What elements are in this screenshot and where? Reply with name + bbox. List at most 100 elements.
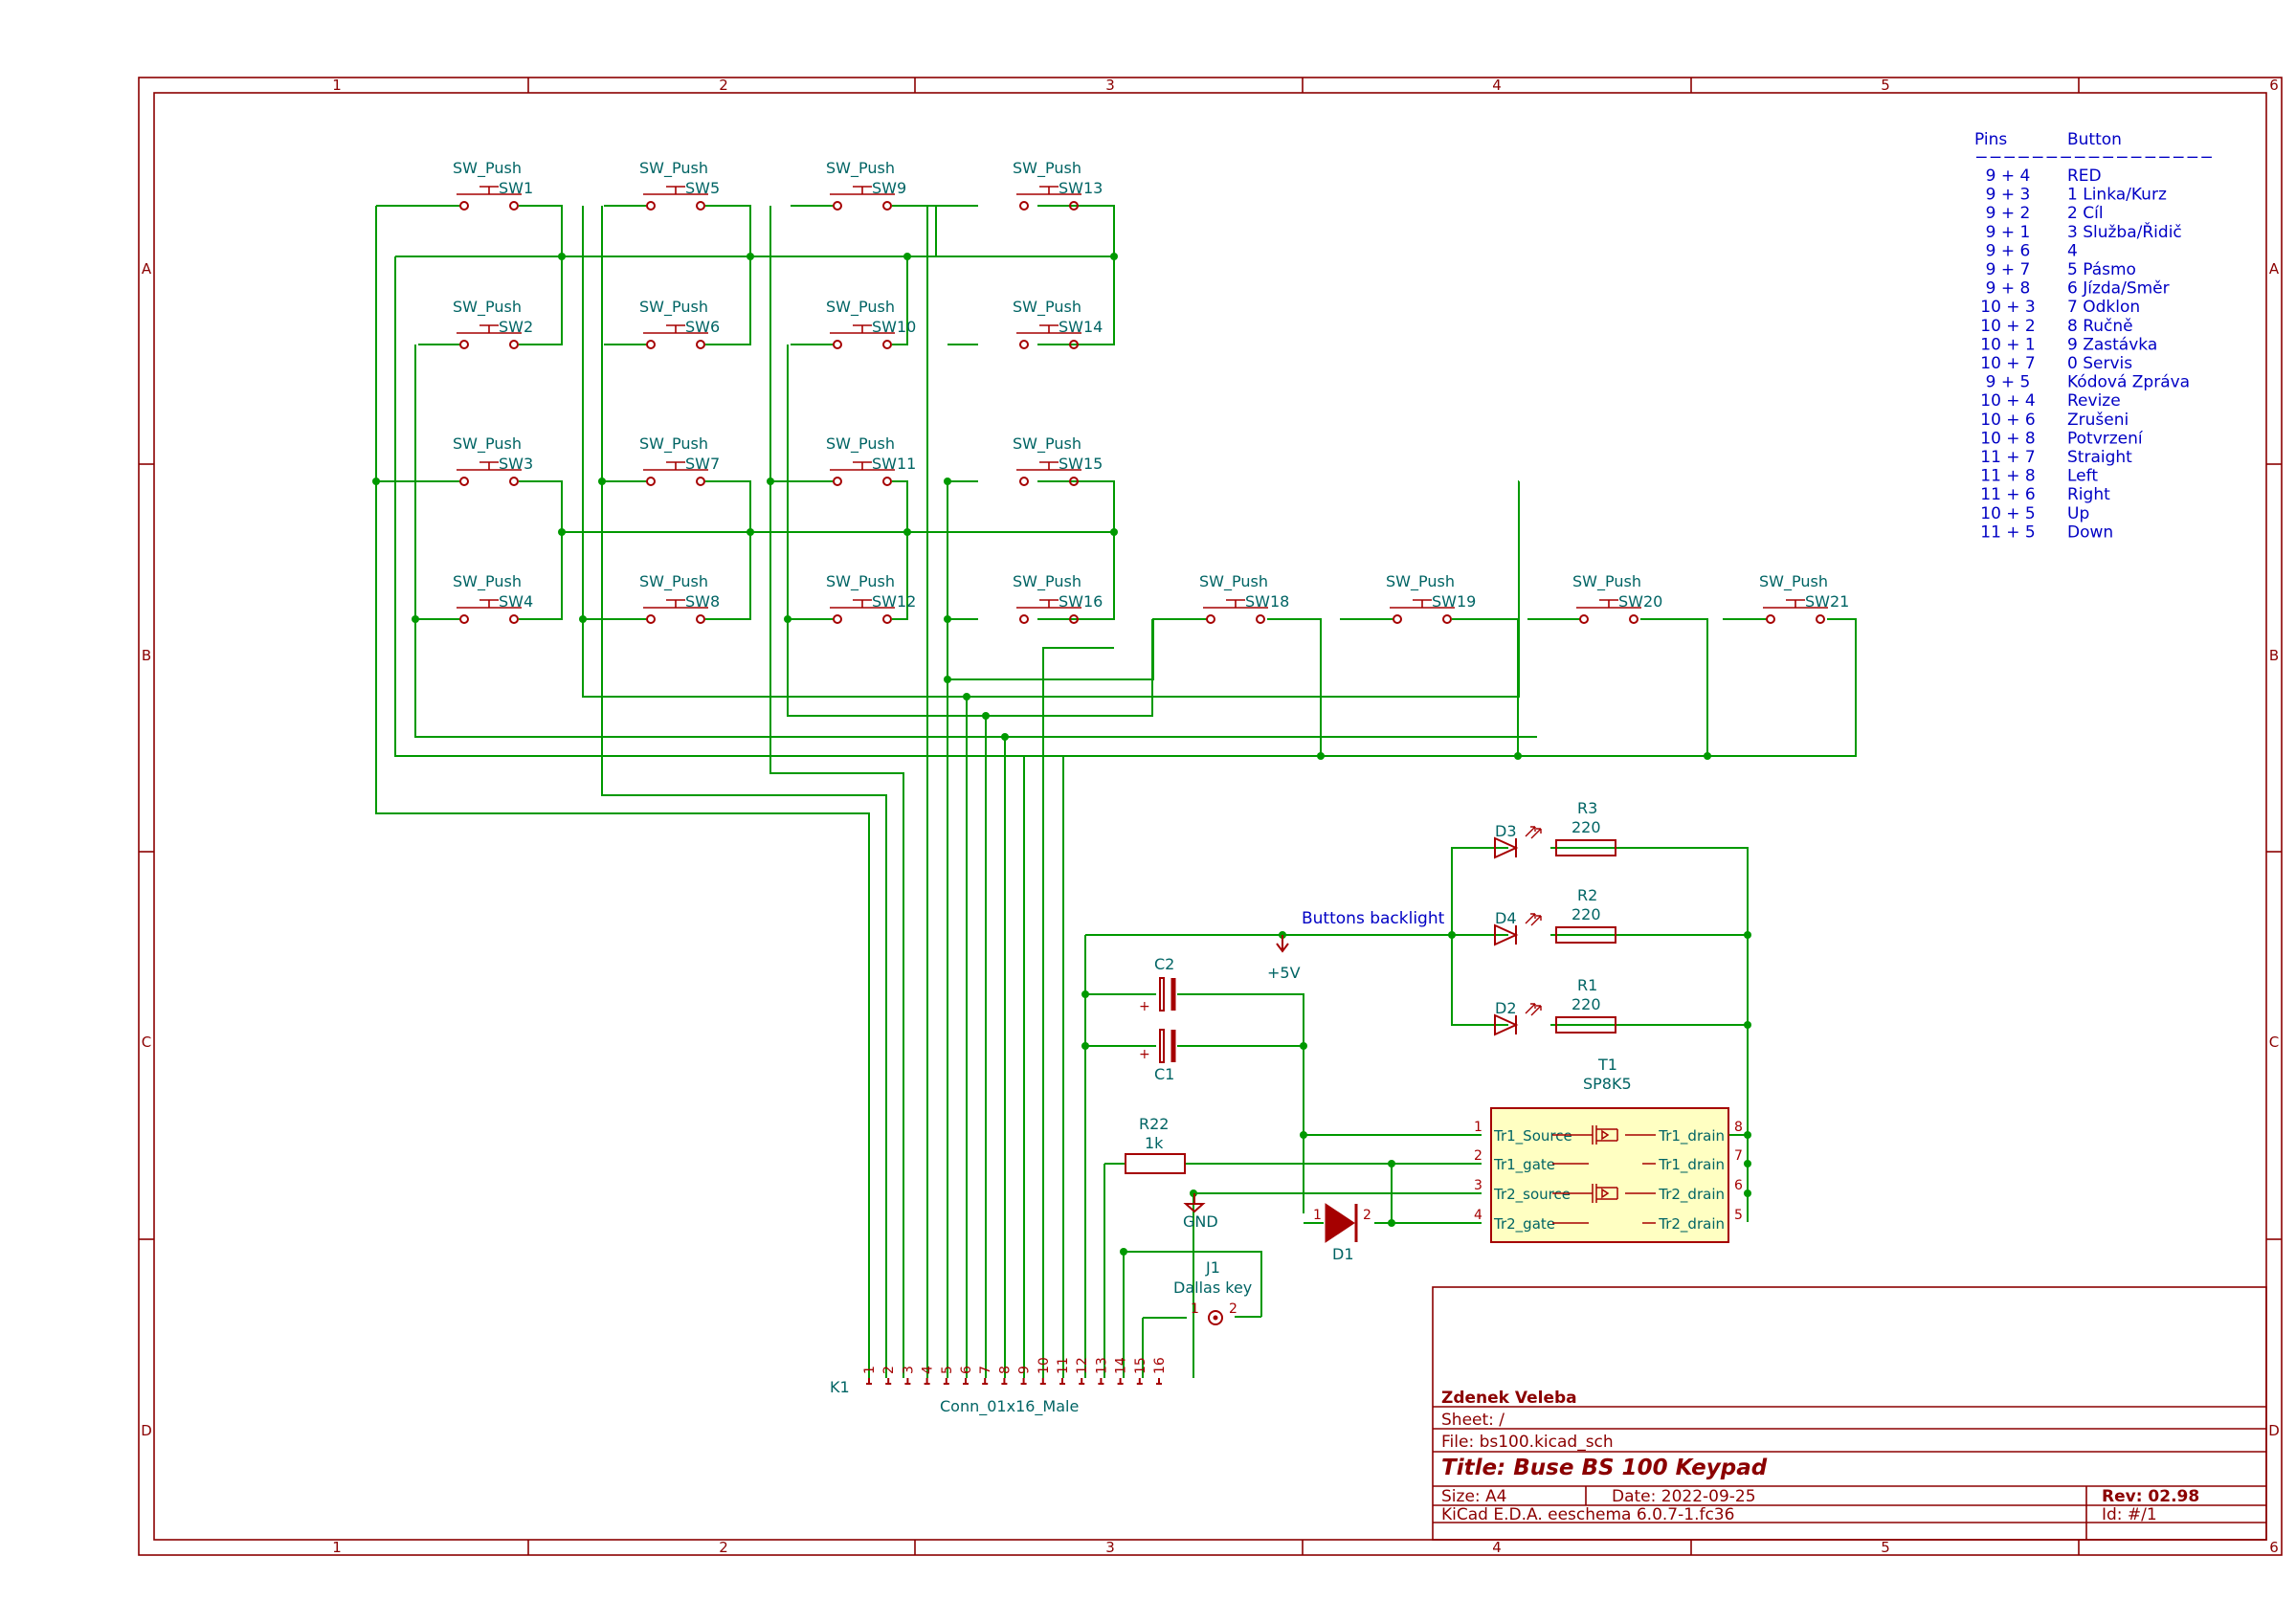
switch-value: SW_Push <box>639 572 708 591</box>
table-pins-cell: 11 + 6 <box>1980 485 2036 504</box>
k1-pin-number: 13 <box>1094 1357 1109 1374</box>
resistor-value: 220 <box>1572 818 1601 836</box>
table-button-cell: 7 Odklon <box>2067 298 2140 317</box>
switch-value: SW_Push <box>1013 298 1081 317</box>
switch-ref: SW10 <box>872 318 916 336</box>
k1-pin-number: 2 <box>881 1366 897 1374</box>
frame-col-label: 4 <box>1492 77 1502 94</box>
c1-plus: + <box>1139 1047 1150 1062</box>
drawing-date: Date: 2022-09-25 <box>1612 1487 1756 1506</box>
t1-ref: T1 <box>1597 1056 1617 1074</box>
r22-ref: R22 <box>1139 1115 1169 1133</box>
frame-col-label: 3 <box>1105 77 1115 94</box>
k1-pin-number: 12 <box>1075 1357 1090 1374</box>
power-symbols: +5V Buttons backlight GND <box>1183 909 1445 1231</box>
k1-pin-number: 16 <box>1152 1357 1168 1374</box>
switch-ref: SW19 <box>1432 592 1476 611</box>
sheet-size: Size: A4 <box>1441 1487 1506 1506</box>
c1-ref: C1 <box>1154 1065 1174 1083</box>
k1-value: Conn_01x16_Male <box>940 1397 1079 1416</box>
resistor-ref: R1 <box>1577 976 1597 994</box>
table-button-cell: Revize <box>2067 391 2121 411</box>
j1-ref: J1 <box>1205 1258 1220 1277</box>
table-button-cell: Down <box>2067 522 2113 542</box>
j1-pin1: 1 <box>1191 1301 1199 1317</box>
frame-col-label: 5 <box>1881 77 1890 94</box>
switch-value: SW_Push <box>453 434 522 454</box>
table-pins-cell: 11 + 5 <box>1980 522 2036 542</box>
led-d2: D2 <box>1494 999 1542 1036</box>
k1-pin-number: 4 <box>921 1366 936 1374</box>
table-button-cell: Zrušeni <box>2067 411 2129 430</box>
sheet-id: Id: #/1 <box>2102 1505 2157 1524</box>
table-pins-cell: 9 + 3 <box>1986 186 2031 205</box>
k1-ref: K1 <box>830 1378 850 1396</box>
frame-row-label: D <box>2268 1422 2280 1439</box>
vcc-label: +5V <box>1267 964 1301 982</box>
led-ref: D4 <box>1495 909 1517 927</box>
switch-value: SW_Push <box>453 572 522 591</box>
switch-ref: SW6 <box>685 318 720 336</box>
t1-pin-name: Tr2_drain <box>1658 1215 1725 1234</box>
table-pins-cell: 10 + 1 <box>1980 335 2036 354</box>
table-button-cell: 1 Linka/Kurz <box>2067 186 2167 205</box>
frame-col-label: 2 <box>719 1539 728 1556</box>
c2-plus: + <box>1139 999 1150 1014</box>
t1-pin-number: 3 <box>1474 1178 1482 1193</box>
backlight-net-label: Buttons backlight <box>1302 909 1445 928</box>
t1-pin-name: Tr2_drain <box>1658 1186 1725 1204</box>
capacitor-c2: + C2 <box>1139 955 1176 1014</box>
switch-ref: SW14 <box>1059 318 1103 336</box>
switch-value: SW_Push <box>453 298 522 317</box>
switch-value: SW_Push <box>826 159 895 178</box>
table-button-cell: Up <box>2067 504 2089 523</box>
t1-pin-name: Tr1_gate <box>1493 1156 1555 1174</box>
t1-pin-number: 7 <box>1734 1148 1743 1164</box>
table-pins-cell: 9 + 6 <box>1986 241 2031 260</box>
frame-row-label: B <box>2269 647 2279 664</box>
capacitor-c1: + C1 <box>1139 1029 1176 1083</box>
led-d4: D4 <box>1494 909 1542 946</box>
vcc-arrow-icon <box>1276 935 1289 953</box>
table-pins-cell: 9 + 4 <box>1986 167 2031 186</box>
sheet-name: Sheet: / <box>1441 1411 1505 1430</box>
t1-pin-name: Tr1_drain <box>1658 1156 1725 1174</box>
d1-pin1: 1 <box>1313 1208 1322 1223</box>
frame-col-label: 1 <box>332 77 342 94</box>
mosfet-icon <box>1552 1125 1656 1224</box>
switch-ref: SW2 <box>499 318 533 336</box>
frame-col-label: 6 <box>2269 1539 2279 1556</box>
dallas-key-j1: J1 Dallas key 1 2 <box>1173 1258 1252 1325</box>
title-block: Zdenek Veleba Sheet: / File: bs100.kicad… <box>1432 1286 2267 1541</box>
d1-ref: D1 <box>1332 1245 1354 1263</box>
frame-col-label: 3 <box>1105 1539 1115 1556</box>
switch-ref: SW15 <box>1059 455 1103 473</box>
d1-pin2: 2 <box>1363 1208 1371 1223</box>
t1-pin-name: Tr1_drain <box>1658 1127 1725 1145</box>
tool-version: KiCad E.D.A. eeschema 6.0.7-1.fc36 <box>1441 1505 1734 1524</box>
k1-pin-number: 6 <box>959 1366 974 1374</box>
table-button-cell: 9 Zastávka <box>2067 335 2157 354</box>
file-name: File: bs100.kicad_sch <box>1441 1433 1614 1452</box>
table-button-cell: 3 Služba/Řidič <box>2067 221 2182 242</box>
table-button-cell: 8 Ručně <box>2067 317 2133 336</box>
frame-row-label: A <box>142 260 152 278</box>
table-pins-cell: 10 + 3 <box>1980 298 2036 317</box>
switch-value: SW_Push <box>826 298 895 317</box>
switch-ref: SW12 <box>872 592 916 611</box>
switch-value: SW_Push <box>1199 572 1268 591</box>
